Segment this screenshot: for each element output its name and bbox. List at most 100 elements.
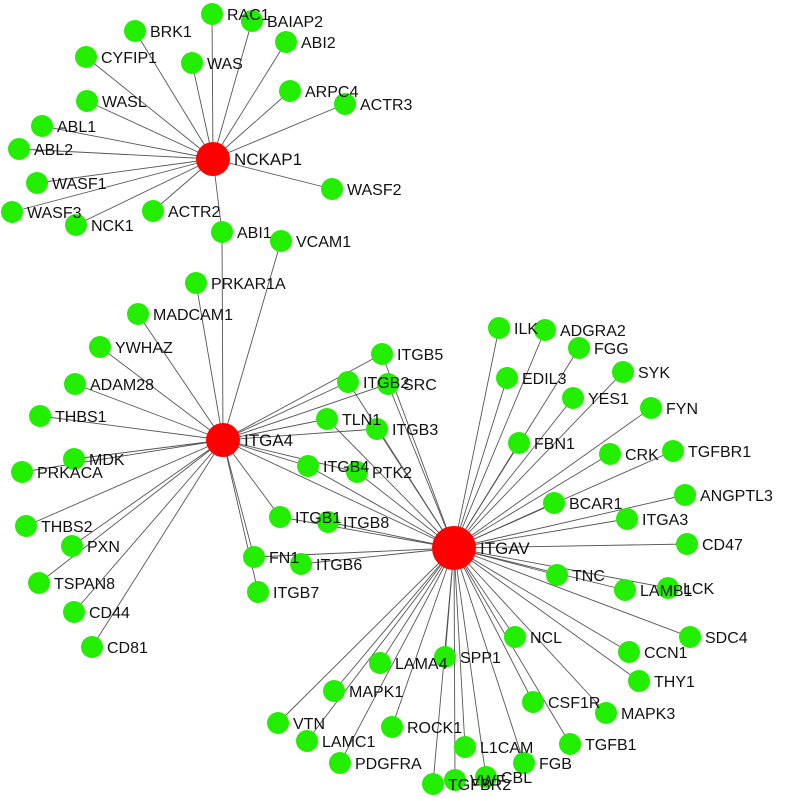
edge-itgav-itgb4: [307, 465, 455, 549]
edge-nckap1-wasl: [86, 100, 214, 160]
edge-itgav-csf1r: [453, 547, 534, 703]
node-label-itgb1: ITGB1: [295, 510, 341, 527]
node-label-ncl: NCL: [530, 630, 562, 647]
node-ccn1: [618, 641, 640, 663]
node-mapk3: [595, 702, 617, 724]
node-label-sdc4: SDC4: [705, 630, 748, 647]
node-itgb5: [371, 343, 393, 365]
edge-itga4-mdk: [73, 439, 224, 460]
node-label-fbn1: FBN1: [534, 436, 575, 453]
edge-nckap1-wasf1: [36, 158, 214, 184]
edge-nckap1-cyfip1: [85, 56, 214, 160]
edge-nckap1-actr3: [212, 103, 346, 160]
node-label-fyn: FYN: [666, 401, 698, 418]
node-label-mdk: MDK: [89, 452, 125, 469]
node-actr3: [334, 93, 356, 115]
node-label-fgb: FGB: [539, 756, 572, 773]
node-label-prkaca: PRKACA: [37, 465, 103, 482]
node-wasf1: [26, 172, 48, 194]
node-label-cyfip1: CYFIP1: [101, 50, 157, 67]
edge-itgav-mapk3: [453, 547, 607, 714]
edge-itgav-vwf: [453, 547, 456, 781]
edge-itgav-pdgfra: [339, 547, 455, 764]
node-label-rac1: RAC1: [227, 7, 270, 24]
edge-itga4-itgb5: [222, 353, 383, 441]
node-abi1: [211, 221, 233, 243]
node-label-itga3: ITGA3: [642, 512, 688, 529]
node-label-cd47: CD47: [702, 537, 743, 554]
edge-itgav-syk: [453, 371, 624, 549]
node-label-cd44: CD44: [89, 605, 130, 622]
node-tgfbr2: [422, 773, 444, 795]
node-label-itgb3: ITGB3: [392, 422, 438, 439]
edge-itgav-lama4: [379, 547, 455, 664]
node-label-l1cam: L1CAM: [480, 740, 533, 757]
node-fbn1: [508, 432, 530, 454]
edge-itga4-tln1: [222, 418, 328, 441]
node-label-itgb2: ITGB2: [363, 375, 409, 392]
node-adam28: [64, 373, 86, 395]
node-label-tgfb1: TGFB1: [585, 737, 637, 754]
node-abl2: [8, 138, 30, 160]
edge-itgav-fgb: [453, 547, 525, 764]
node-thbs2: [15, 515, 37, 537]
node-label-nck1: NCK1: [91, 218, 134, 235]
node-label-pdgfra: PDGFRA: [355, 756, 422, 773]
node-label-ywhaz: YWHAZ: [115, 340, 173, 357]
node-label-lck: LCK: [683, 581, 714, 598]
edge-itgav-l1cam: [453, 547, 466, 748]
node-ywhaz: [89, 336, 111, 358]
edge-itgav-lamb1: [453, 547, 626, 591]
node-label-itgb6: ITGB6: [316, 557, 362, 574]
node-label-bcar1: BCAR1: [569, 496, 622, 513]
edge-itgav-itgb6: [300, 547, 455, 565]
edge-itgav-itgb3: [376, 428, 455, 549]
node-label-fn1: FN1: [269, 550, 299, 567]
node-label-ilk: ILK: [514, 321, 538, 338]
node-label-tnc: TNC: [572, 568, 605, 585]
edge-itgav-crk: [453, 453, 611, 549]
node-baiap2: [241, 10, 263, 32]
node-ptk2: [346, 461, 368, 483]
node-mdk: [63, 448, 85, 470]
node-label-vcam1: VCAM1: [296, 234, 351, 251]
node-label-pxn: PXN: [87, 539, 120, 556]
edge-itga4-fn1: [222, 439, 255, 558]
node-actr2: [142, 200, 164, 222]
node-label-crk: CRK: [625, 447, 659, 464]
node-label-rock1: ROCK1: [407, 720, 462, 737]
edge-nckap1-rac1: [211, 13, 214, 160]
node-label-madcam1: MADCAM1: [153, 307, 233, 324]
node-cd44: [63, 601, 85, 623]
node-fn1: [243, 546, 265, 568]
edge-itgav-cbl: [453, 547, 487, 778]
node-label-adgra2: ADGRA2: [560, 323, 626, 340]
node-adgra2: [534, 319, 556, 341]
edge-itgav-adgra2: [453, 329, 546, 549]
node-madcam1: [127, 303, 149, 325]
node-label-itgb4: ITGB4: [323, 459, 369, 476]
node-label-mapk1: MAPK1: [349, 684, 403, 701]
node-tln1: [316, 408, 338, 430]
node-label-tspan8: TSPAN8: [54, 576, 115, 593]
edge-itga4-itgb3: [222, 428, 378, 441]
node-fgb: [513, 752, 535, 774]
edge-nckap1-arpc4: [212, 90, 291, 160]
edge-itga4-thbs2: [25, 439, 224, 527]
node-label-wasf1: WASF1: [52, 176, 107, 193]
hub-node-itga4: [206, 423, 240, 457]
node-layer: [1, 3, 701, 795]
node-label-src: SRC: [403, 377, 437, 394]
node-label-csf1r: CSF1R: [548, 695, 600, 712]
node-vcam1: [270, 230, 292, 252]
node-label-ccn1: CCN1: [644, 645, 688, 662]
node-wasl: [76, 90, 98, 112]
edge-itgav-ccn1: [453, 547, 630, 653]
node-label-itgb7: ITGB7: [273, 585, 319, 602]
node-rac1: [201, 3, 223, 25]
node-spp1: [434, 646, 456, 668]
edge-itgav-angptl3: [453, 494, 686, 549]
node-l1cam: [454, 736, 476, 758]
